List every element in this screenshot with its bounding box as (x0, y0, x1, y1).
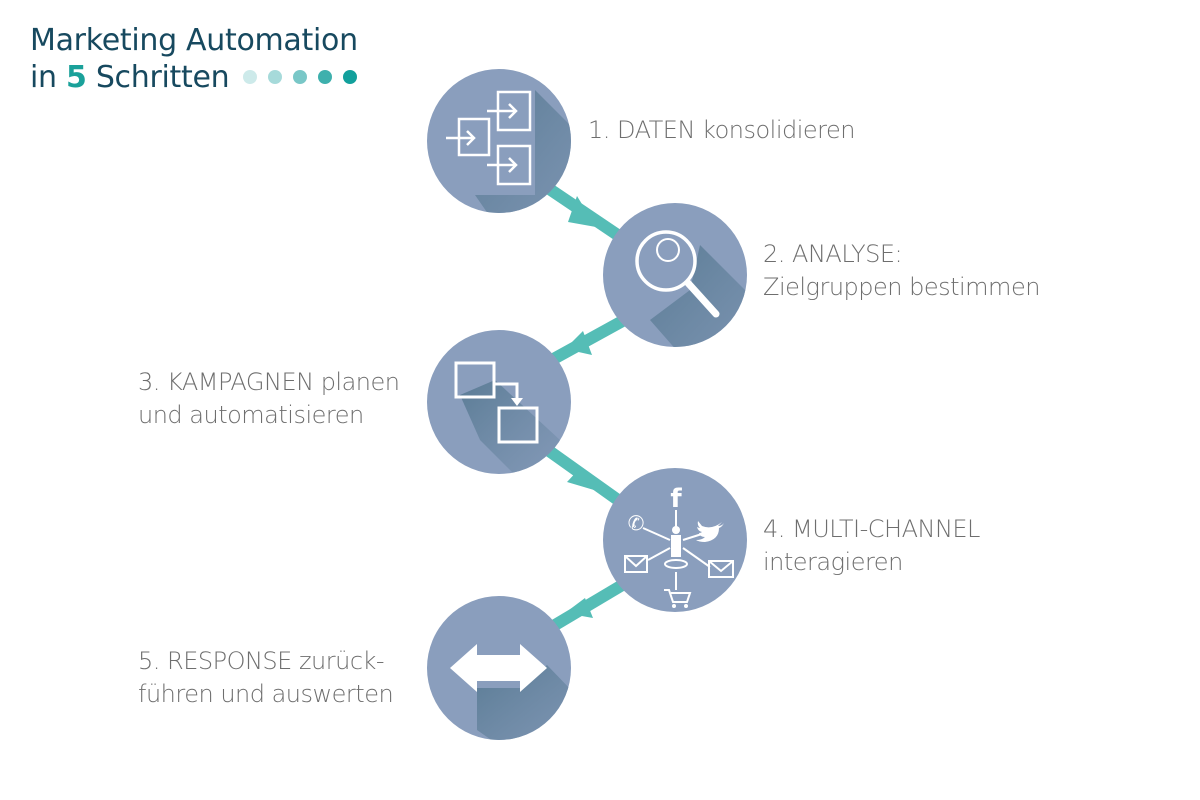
step-5-label: 5. RESPONSE zurück- führen und auswerten (138, 645, 394, 711)
step-2-label: 2. ANALYSE: Zielgruppen bestimmen (763, 238, 1040, 304)
step-2-line-2: Zielgruppen bestimmen (763, 273, 1040, 301)
step-3-label: 3. KAMPAGNEN planen und automatisieren (138, 366, 400, 432)
title-step-count: 5 (66, 60, 87, 95)
step-2-circle (603, 203, 747, 347)
title-line-1: Marketing Automation (30, 23, 358, 58)
connector-3-4 (541, 443, 629, 510)
bidirectional-arrow-icon (450, 644, 547, 692)
svg-text:f: f (670, 484, 682, 514)
step-5-line-1: 5. RESPONSE zurück- (138, 647, 385, 675)
dot-3 (293, 69, 308, 84)
dot-2 (268, 69, 283, 84)
workflow-icon (454, 361, 539, 444)
step-3-circle (427, 330, 571, 474)
dot-5 (343, 69, 358, 84)
step-1-line-1: 1. DATEN konsolidieren (588, 116, 856, 144)
svg-text:✆: ✆ (628, 511, 645, 535)
title-prefix: in (30, 60, 66, 95)
dot-1 (243, 69, 258, 84)
import-icon (446, 90, 532, 186)
connectors (541, 181, 631, 634)
infographic-title: Marketing Automation in 5 Schritten (30, 22, 358, 96)
title-suffix: Schritten (86, 60, 230, 95)
step-3-line-1: 3. KAMPAGNEN planen (138, 368, 400, 396)
multichannel-icon: f ✆ (624, 484, 734, 608)
magnifier-icon (635, 230, 720, 318)
title-line-2: in 5 Schritten (30, 59, 358, 96)
step-4-circle: f ✆ (603, 468, 747, 612)
connector-1-2 (541, 181, 629, 245)
step-1-label: 1. DATEN konsolidieren (588, 114, 856, 147)
step-3-line-2: und automatisieren (138, 401, 364, 429)
step-1-circle (427, 69, 571, 213)
step-5-line-2: führen und auswerten (138, 680, 394, 708)
dot-4 (318, 69, 333, 84)
connector-2-3 (545, 312, 631, 368)
step-4-line-2: interagieren (763, 548, 903, 576)
step-4-label: 4. MULTI-CHANNEL interagieren (763, 513, 980, 579)
progress-dots (243, 69, 358, 84)
connector-4-5 (546, 578, 628, 634)
step-2-line-1: 2. ANALYSE: (763, 240, 903, 268)
step-4-line-1: 4. MULTI-CHANNEL (763, 515, 980, 543)
